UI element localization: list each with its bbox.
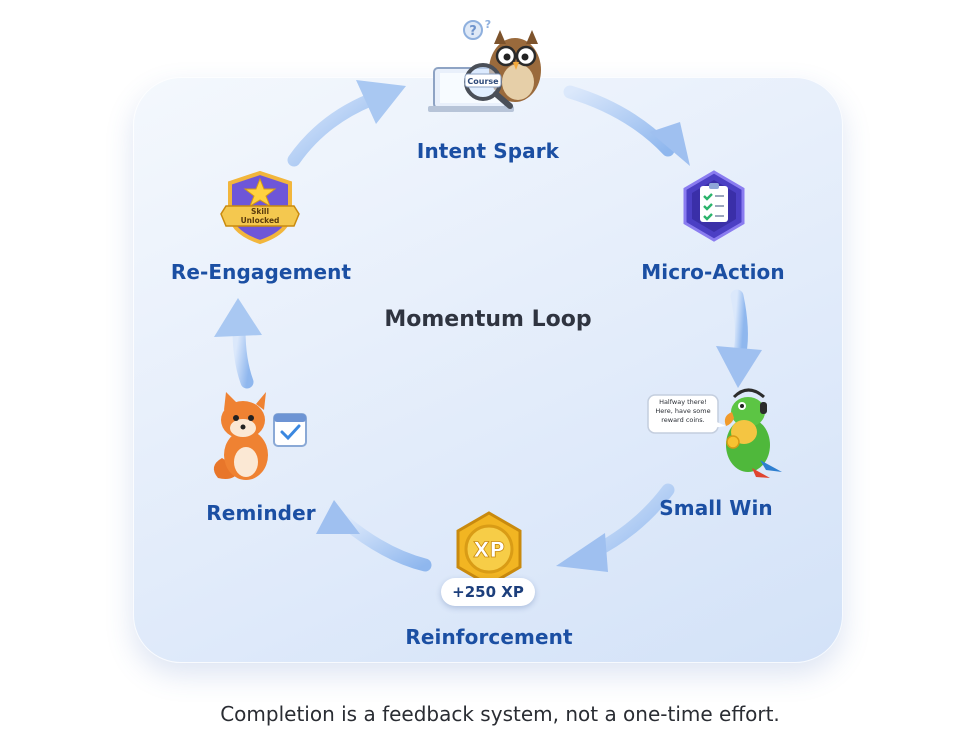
arrow-reinforcement-to-reminder xyxy=(316,500,432,572)
skill-shield-icon: Skill Unlocked xyxy=(220,170,300,245)
stage-label-reminder: Reminder xyxy=(206,501,316,525)
arrow-smallwin-to-reinforcement xyxy=(556,483,675,572)
stage-label-small-win: Small Win xyxy=(659,496,773,520)
owl-magnifier-icon: ? ? Course xyxy=(428,18,541,112)
arrow-reengagement-to-intent xyxy=(287,80,406,167)
svg-text:Course: Course xyxy=(467,77,499,86)
stage-label-micro-action: Micro-Action xyxy=(641,260,785,284)
stage-label-intent-spark: Intent Spark xyxy=(416,139,560,163)
svg-text:?: ? xyxy=(469,24,477,39)
svg-text:XP: XP xyxy=(473,538,505,562)
arrow-intent-to-micro xyxy=(563,85,690,166)
checklist-badge-icon xyxy=(683,170,745,242)
svg-text:Skill: Skill xyxy=(251,207,269,216)
xp-reward-badge: +250 XP xyxy=(441,578,535,606)
svg-text:?: ? xyxy=(485,18,491,31)
diagram-title: Momentum Loop xyxy=(384,307,592,332)
svg-text:Unlocked: Unlocked xyxy=(241,216,280,225)
parrot-icon xyxy=(647,388,782,478)
arrow-micro-to-smallwin xyxy=(716,289,762,388)
diagram-caption: Completion is a feedback system, not a o… xyxy=(220,702,780,726)
arrow-reminder-to-reengagement xyxy=(214,298,262,389)
xp-coin-icon: XP xyxy=(456,511,522,587)
fox-calendar-icon xyxy=(213,392,307,480)
stage-label-reinforcement: Reinforcement xyxy=(405,625,573,649)
parrot-speech-bubble: Halfway there! Here, have some reward co… xyxy=(655,398,711,424)
stage-label-re-engagement: Re-Engagement xyxy=(170,260,352,284)
